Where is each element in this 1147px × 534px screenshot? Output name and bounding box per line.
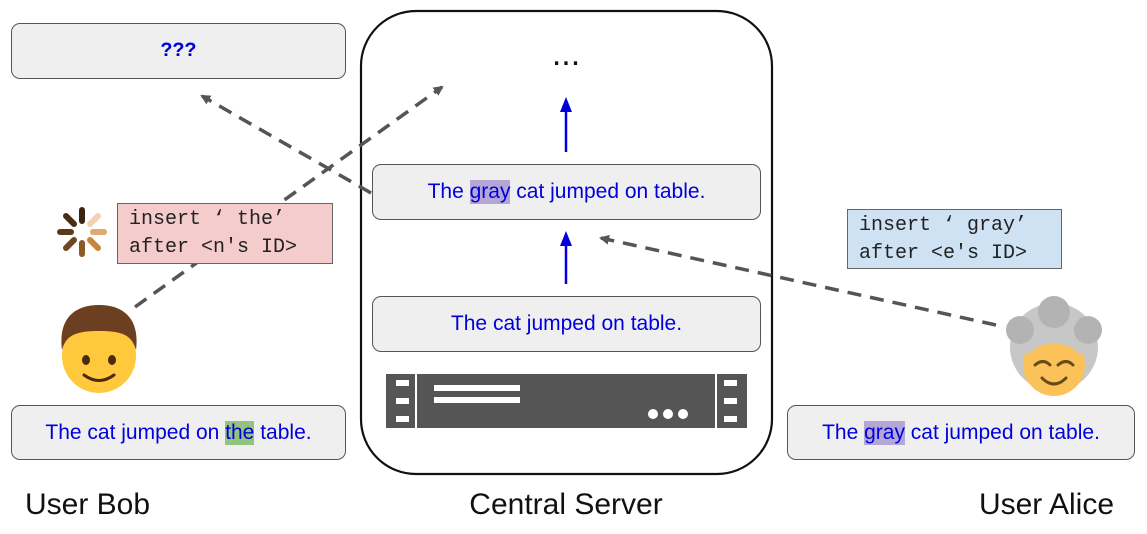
unknown-document-box: ??? xyxy=(11,23,346,79)
bob-doc-after: table. xyxy=(254,420,312,444)
server-doc-latest-after: cat jumped on table. xyxy=(510,180,706,203)
spinner-icon xyxy=(57,207,107,257)
server-ellipsis: ... xyxy=(551,35,581,73)
bob-label: User Bob xyxy=(25,488,151,521)
alice-doc-after: cat jumped on table. xyxy=(904,420,1100,444)
server-doc-latest: The gray cat jumped on table. xyxy=(372,164,761,220)
alice-doc-before: The xyxy=(822,420,865,444)
server-rack-icon xyxy=(386,374,747,428)
server-arrow-mid-head xyxy=(560,231,572,246)
bob-doc-highlight: the xyxy=(225,420,255,445)
alice-doc-highlight: gray xyxy=(864,420,905,445)
server-doc-base: The cat jumped on table. xyxy=(372,296,761,352)
bob-doc-before: The cat jumped on xyxy=(45,420,226,444)
bob-operation-box: insert ‘ the’ after <n's ID> xyxy=(117,203,333,264)
server-to-bob-arrow xyxy=(200,94,372,195)
bob-op-line2: after <n's ID> xyxy=(129,236,298,259)
alice-avatar xyxy=(1006,296,1102,396)
server-doc-latest-before: The xyxy=(427,180,470,203)
bob-to-server-arrow xyxy=(133,85,444,309)
bob-op-line1: insert ‘ the’ xyxy=(129,208,286,231)
server-doc-latest-highlight: gray xyxy=(469,180,511,204)
bob-document-box: The cat jumped on the table. xyxy=(11,405,346,460)
server-arrow-top-head xyxy=(560,97,572,112)
unknown-text: ??? xyxy=(160,39,197,63)
server-doc-base-text: The cat jumped on table. xyxy=(450,312,683,335)
alice-document-box: The gray cat jumped on table. xyxy=(787,405,1135,460)
server-label: Central Server xyxy=(469,488,663,521)
alice-op-line1: insert ‘ gray’ xyxy=(859,214,1028,237)
alice-operation-box: insert ‘ gray’ after <e's ID> xyxy=(847,209,1062,269)
alice-label: User Alice xyxy=(978,488,1114,521)
alice-op-line2: after <e's ID> xyxy=(859,242,1028,265)
bob-avatar xyxy=(61,305,137,393)
